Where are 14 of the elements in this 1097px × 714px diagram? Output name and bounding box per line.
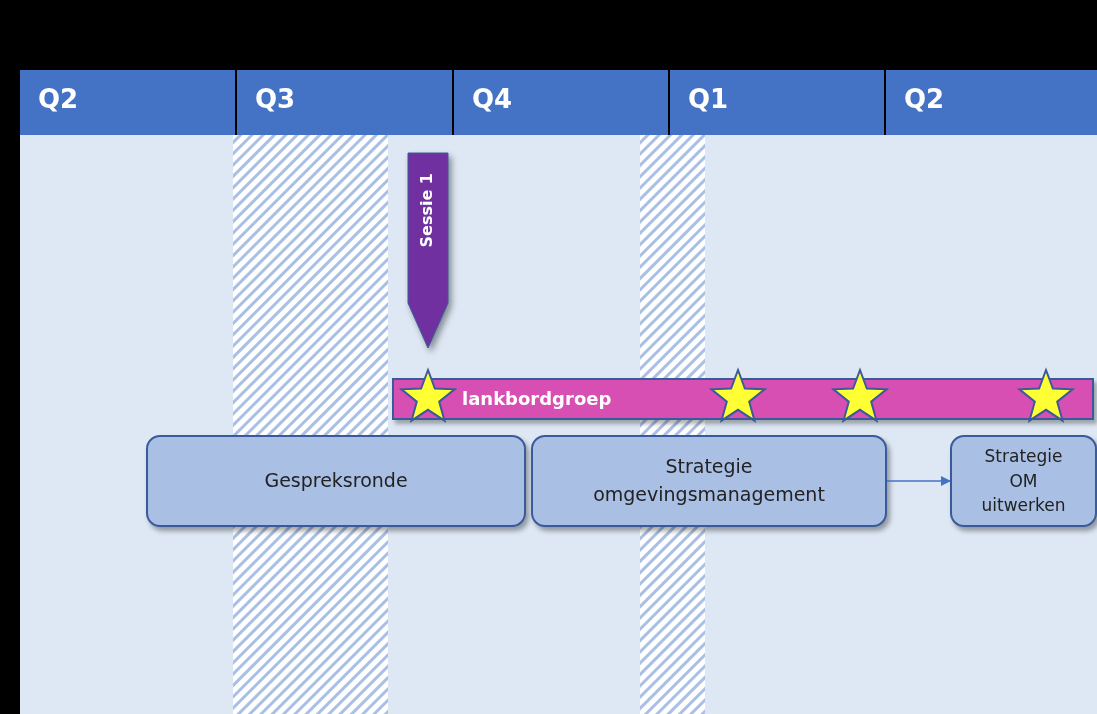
band-label: lankbordgroep: [462, 388, 612, 409]
task-label: Strategie omgevingsmanagement: [592, 454, 826, 507]
task-label: Gespreksronde: [263, 468, 409, 494]
quarter-header: Q2: [20, 70, 235, 135]
task-box: [950, 435, 1097, 527]
quarter-header: Q3: [237, 70, 452, 135]
arrow: [886, 476, 951, 486]
task-box: [146, 435, 526, 527]
quarter-header: Q2: [886, 70, 1097, 135]
quarter-header: Q1: [670, 70, 884, 135]
task-box: [531, 435, 887, 527]
task-label: Strategie OM uitwerken: [980, 445, 1067, 518]
quarter-header: Q4: [454, 70, 668, 135]
milestone-label: Sessie 1: [417, 173, 436, 248]
